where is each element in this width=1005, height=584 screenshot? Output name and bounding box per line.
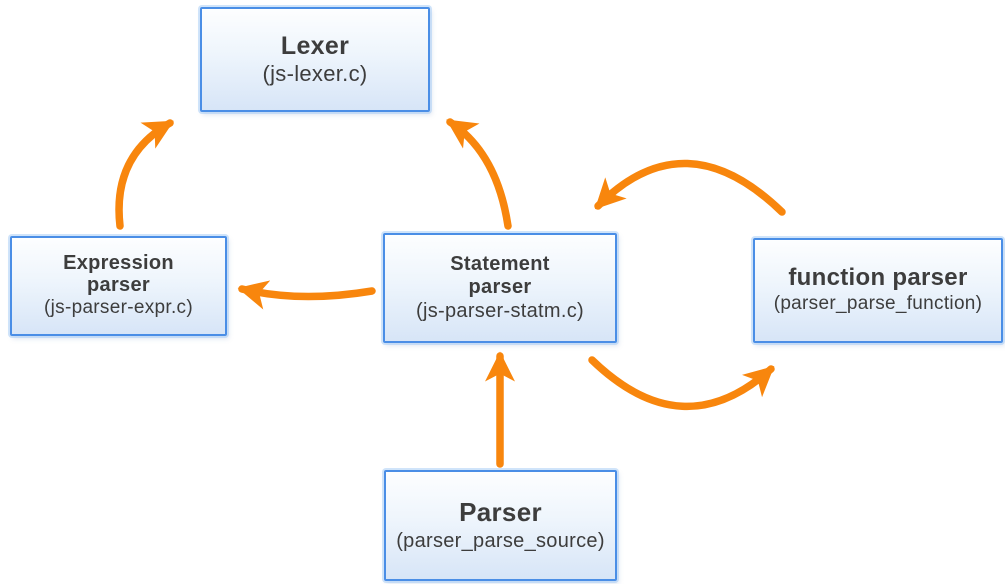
node-expression-parser-subtitle: (js-parser-expr.c) [44, 297, 193, 319]
node-statement-parser-title: Statement parser [450, 253, 550, 298]
node-function-parser: function parser (parser_parse_function) [753, 238, 1003, 343]
node-parser-title: Parser [459, 497, 542, 528]
node-parser: Parser (parser_parse_source) [384, 470, 617, 581]
node-parser-subtitle: (parser_parse_source) [396, 529, 605, 552]
node-expression-parser: Expression parser (js-parser-expr.c) [10, 236, 227, 336]
node-statement-parser: Statement parser (js-parser-statm.c) [383, 233, 617, 343]
edge-statement-parser-to-function-parser [588, 356, 775, 411]
node-function-parser-title: function parser [788, 264, 968, 292]
edge-expression-parser-to-lexer [115, 119, 174, 230]
node-lexer-title: Lexer [280, 31, 350, 60]
edge-statement-parser-to-expression-parser [237, 280, 376, 310]
node-lexer-subtitle: (js-lexer.c) [262, 60, 368, 86]
edge-function-parser-to-statement-parser [594, 159, 786, 216]
edge-statement-parser-to-lexer [446, 118, 512, 230]
node-expression-parser-title: Expression parser [63, 251, 174, 297]
node-statement-parser-subtitle: (js-parser-statm.c) [416, 299, 584, 322]
node-function-parser-subtitle: (parser_parse_function) [773, 293, 983, 315]
node-lexer: Lexer (js-lexer.c) [200, 7, 430, 112]
